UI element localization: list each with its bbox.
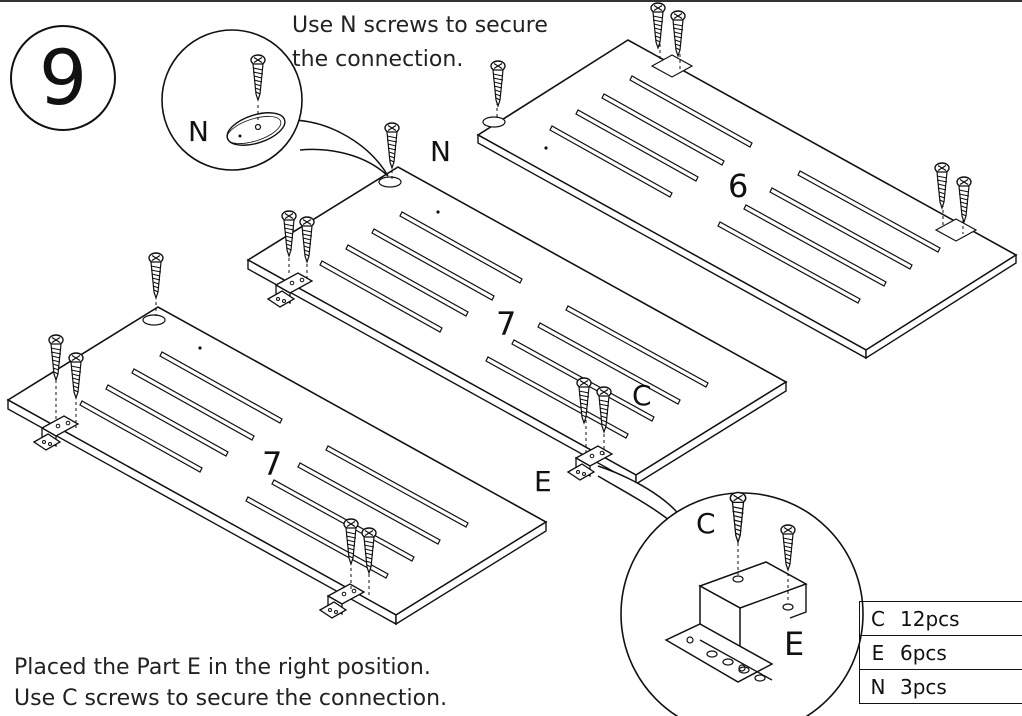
label-e-main: E xyxy=(534,465,552,498)
n-detail-callout xyxy=(161,29,389,177)
label-n-main: N xyxy=(430,135,451,168)
parts-code: C xyxy=(871,606,885,631)
label-c-main: C xyxy=(632,379,652,412)
note-top-line2: the connection. xyxy=(292,47,464,72)
parts-row-n: N 3pcs xyxy=(859,669,1022,704)
back-panel xyxy=(476,39,1018,360)
front-panel xyxy=(6,306,548,626)
panel-number-front: 7 xyxy=(262,445,283,483)
label-e-callout: E xyxy=(784,625,805,663)
screw-guides xyxy=(55,44,964,596)
top-border xyxy=(0,0,1022,2)
ce-detail-callout xyxy=(597,465,864,716)
parts-qty: 6pcs xyxy=(900,640,947,665)
label-c-callout: C xyxy=(696,507,716,540)
parts-qty: 3pcs xyxy=(900,674,947,699)
label-n-callout: N xyxy=(188,115,209,148)
step-number: 9 xyxy=(38,33,88,122)
parts-list: C 12pcs E 6pcs N 3pcs xyxy=(859,601,1022,704)
parts-qty: 12pcs xyxy=(900,606,960,631)
parts-row-c: C 12pcs xyxy=(859,601,1022,636)
panel-number-middle: 7 xyxy=(496,305,517,343)
parts-code: E xyxy=(871,640,885,665)
step-number-circle xyxy=(10,25,116,131)
parts-row-e: E 6pcs xyxy=(859,635,1022,670)
panel-number-back: 6 xyxy=(728,167,749,205)
parts-code: N xyxy=(870,674,886,699)
middle-panel xyxy=(246,166,788,486)
instructions-line1: Placed the Part E in the right position. xyxy=(14,655,431,680)
instructions: Placed the Part E in the right position.… xyxy=(14,652,447,714)
instructions-line2: Use C screws to secure the connection. xyxy=(14,686,448,711)
note-top-line1: Use N screws to secure xyxy=(292,13,548,38)
